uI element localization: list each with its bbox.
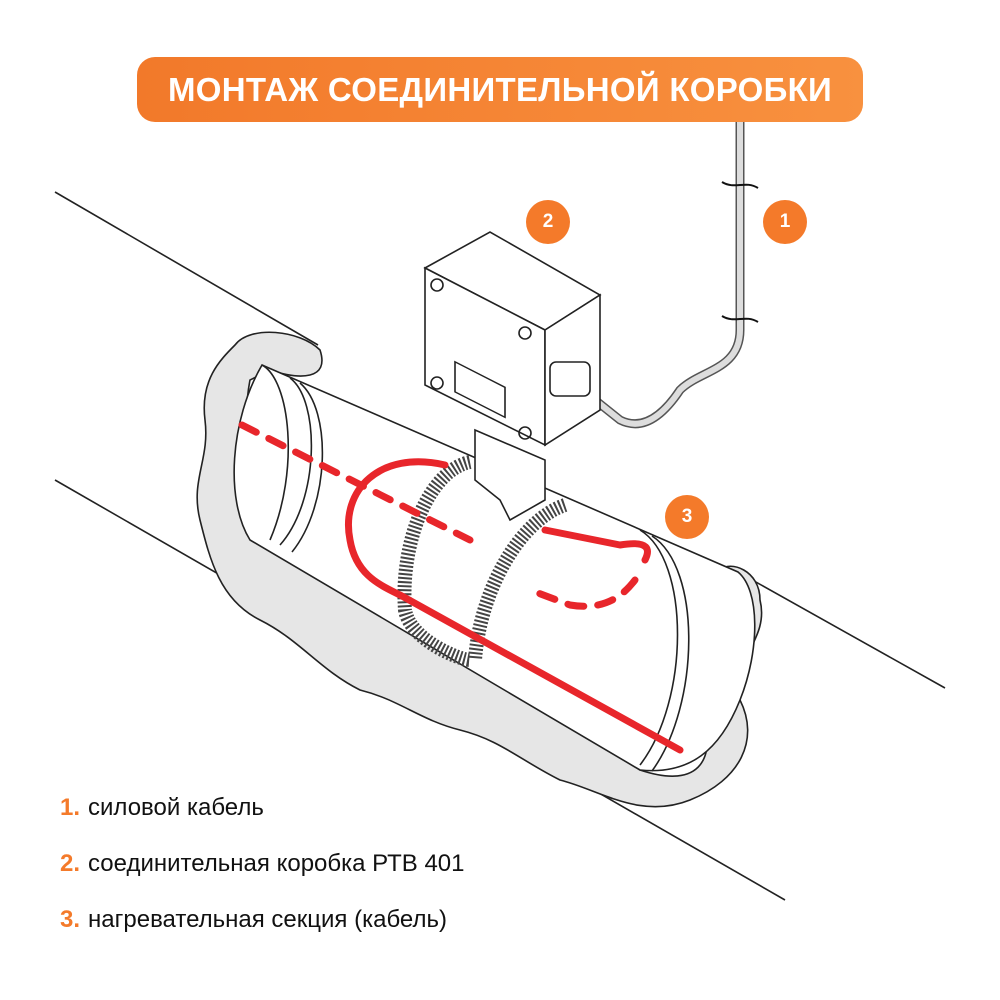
heating-cable-dashed-rear [238,421,474,544]
legend-item-2: 2. соединительная коробка РТВ 401 [60,850,464,878]
badge-2: 2 [526,200,570,244]
legend-text: нагревательная секция (кабель) [88,906,447,933]
box-stand [474,428,546,522]
legend-text: силовой кабель [88,794,264,821]
legend-text: соединительная коробка РТВ 401 [88,850,465,877]
badge-1: 1 [763,200,807,244]
legend-item-1: 1. силовой кабель [60,794,264,822]
legend-item-3: 3. нагревательная секция (кабель) [60,906,447,934]
pipe-end-arc [261,364,290,541]
box-label [454,360,506,419]
power-cable-fill [593,120,743,427]
cable-tie [721,181,759,323]
page-title: МОНТАЖ СОЕДИНИТЕЛЬНОЙ КОРОБКИ [137,57,863,122]
legend-number: 2. [60,850,81,877]
heating-cable-right [541,526,651,564]
pipe-outer-top-edge [54,191,319,346]
heating-cable-loop [345,458,684,754]
badge-3: 3 [665,495,709,539]
legend-number: 3. [60,906,81,933]
bare-pipe [233,363,756,772]
band-left-2 [291,382,324,553]
pipe-outer-top-edge-right [737,571,946,689]
legend-number: 1. [60,794,81,821]
band-left [279,377,313,546]
heating-cable-dashed-return [526,576,639,610]
cable-gland [549,361,591,397]
power-cable [592,120,745,429]
